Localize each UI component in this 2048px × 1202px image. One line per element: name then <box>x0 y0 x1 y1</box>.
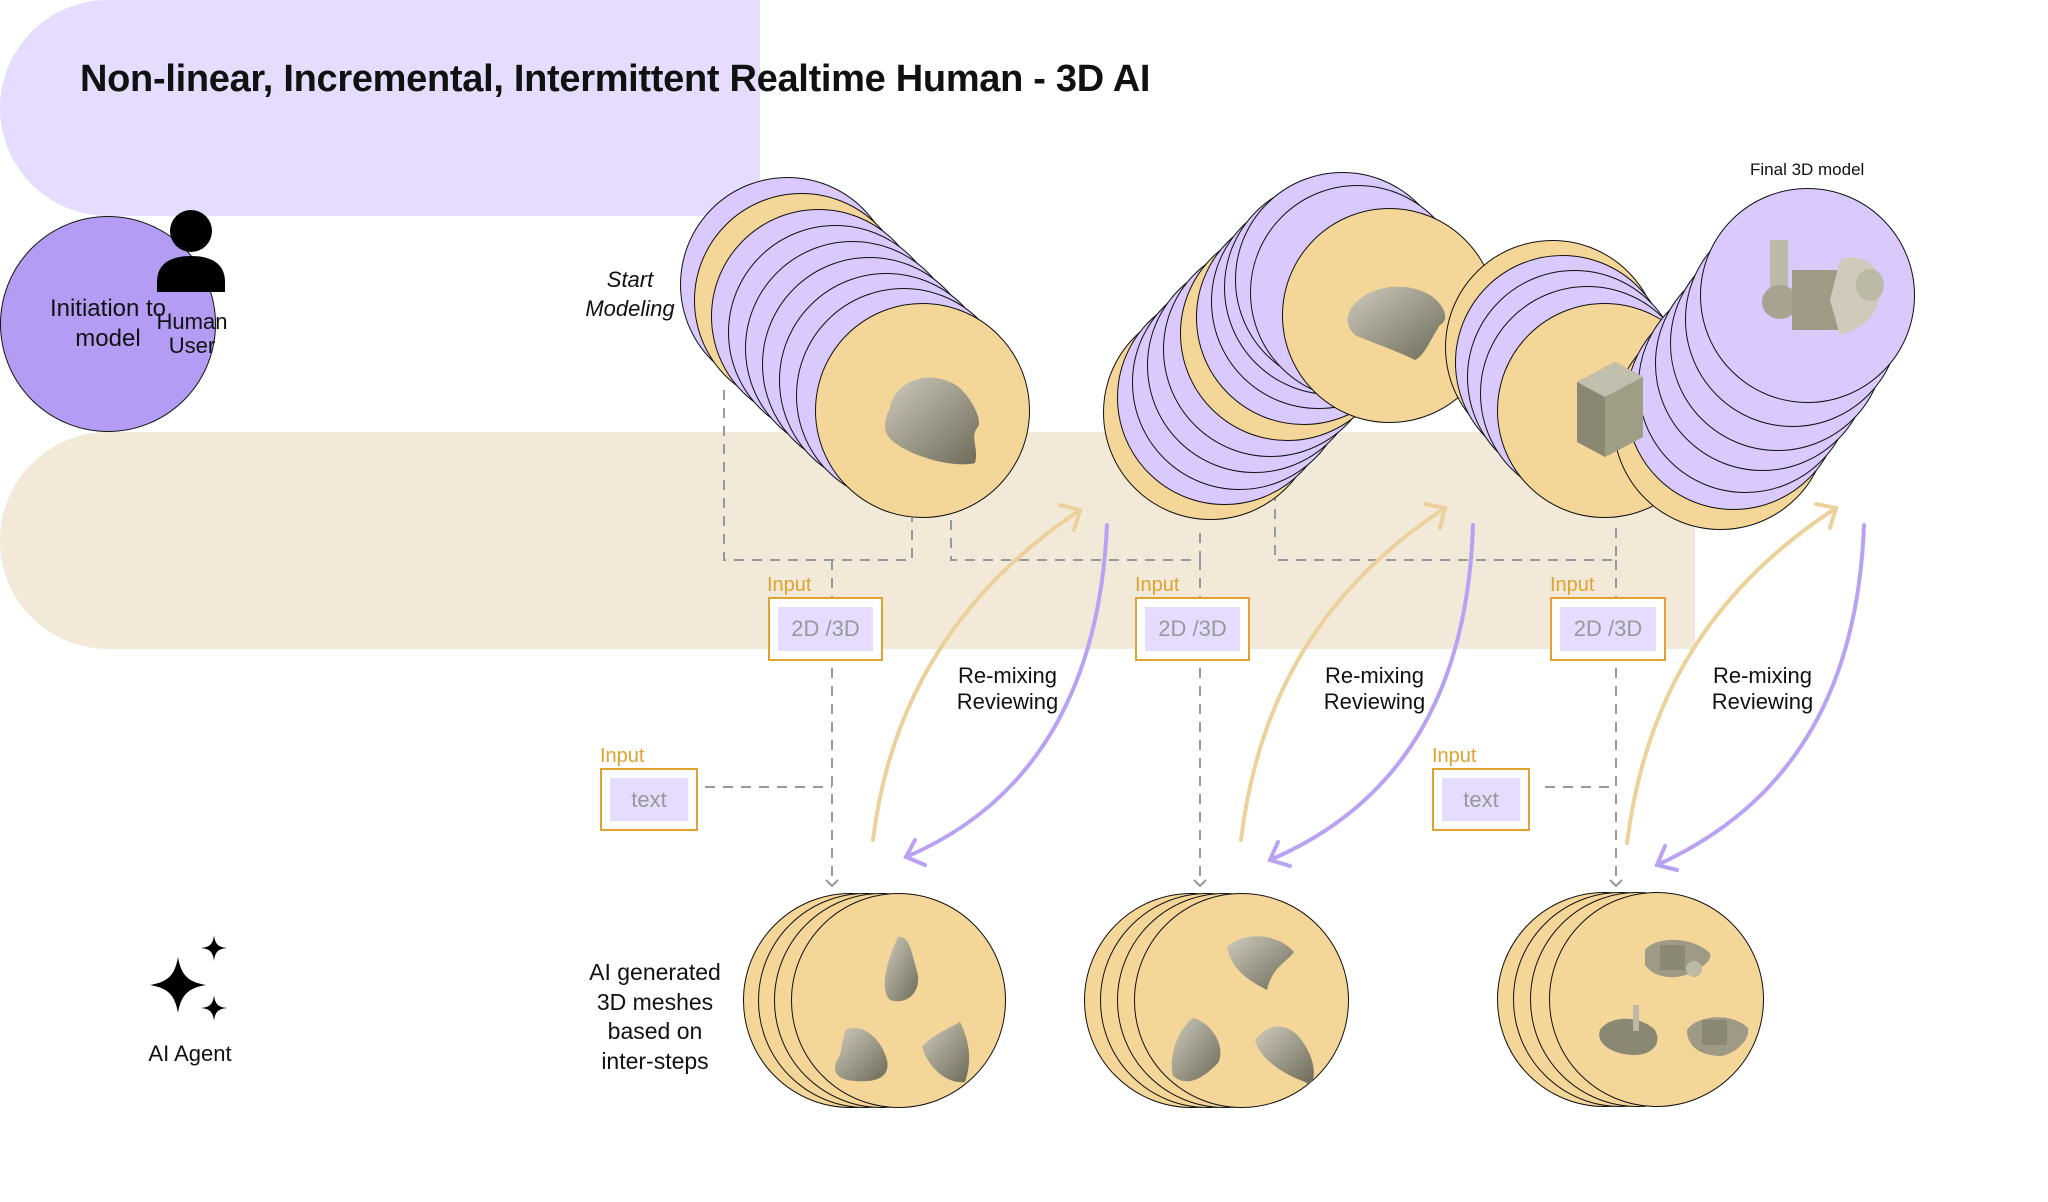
initiation-line1: Initiation to <box>49 295 167 322</box>
input-value: 2D /3D <box>1145 607 1240 651</box>
input-label: Input <box>1550 574 1595 596</box>
loop-label-1: Re-mixing Reviewing <box>950 663 1065 715</box>
ai-mesh-icon <box>922 1022 970 1083</box>
input-label: Input <box>767 574 812 596</box>
ai-mesh-icon <box>1227 936 1294 990</box>
dashed-bracket-2 <box>950 520 1201 561</box>
stack-disc <box>1549 892 1764 1107</box>
human-label-line1: Human <box>156 309 228 334</box>
ai-mesh-icon <box>1599 1005 1658 1055</box>
input-2d3d-box-2[interactable]: 2D /3D <box>1135 597 1250 661</box>
input-value: 2D /3D <box>1560 607 1656 651</box>
sparkles-icon <box>150 935 230 1027</box>
mesh-cube-icon <box>1577 362 1643 457</box>
input-label: Input <box>1432 745 1477 767</box>
mesh-blob-icon <box>1347 286 1446 360</box>
input-2d3d-box-3[interactable]: 2D /3D <box>1550 597 1666 661</box>
final-model-label: Final 3D model <box>1750 160 1865 179</box>
return-arrow-icon <box>903 523 1109 867</box>
input-label: Input <box>600 745 645 767</box>
loop-label-line: Reviewing <box>956 689 1059 714</box>
input-text-box-1[interactable]: text <box>600 768 698 831</box>
input-label: Input <box>1135 574 1180 596</box>
loop-label-2: Re-mixing Reviewing <box>1317 663 1432 715</box>
person-icon <box>155 210 227 292</box>
return-arrow-icon <box>1267 523 1475 868</box>
loop-label-line: Re-mixing <box>957 663 1058 688</box>
ai-description-line: AI generated <box>589 959 721 985</box>
input-value: text <box>1442 778 1520 821</box>
mesh-final-model-icon <box>1762 240 1884 335</box>
input-2d3d-box-1[interactable]: 2D /3D <box>768 597 883 661</box>
ai-mesh-icon <box>835 1028 888 1082</box>
loop-label-line: Reviewing <box>1711 689 1814 714</box>
start-line1: Start <box>606 267 654 292</box>
input-value: text <box>610 778 688 821</box>
mesh-blob-icon <box>885 377 980 465</box>
dashed-bracket-1 <box>723 390 913 561</box>
forward-arrow-icon <box>1625 502 1839 845</box>
human-lane-band <box>0 0 760 216</box>
ai-agent-label: AI Agent <box>148 1041 232 1066</box>
ai-description-line: based on <box>607 1018 703 1044</box>
loop-label-line: Re-mixing <box>1712 663 1813 688</box>
ai-description-line: inter-steps <box>601 1047 709 1074</box>
ai-mesh-icon <box>1687 1017 1749 1056</box>
return-arrow-icon <box>1654 523 1866 872</box>
drop-arrowhead-3 <box>1609 879 1623 888</box>
drop-arrowhead-1 <box>825 879 839 888</box>
diagram-title: Non-linear, Incremental, Intermittent Re… <box>80 58 1151 100</box>
dashed-bracket-3 <box>1274 455 1617 561</box>
ai-mesh-icon <box>1171 1018 1221 1082</box>
ai-description-line: 3D meshes <box>596 988 714 1015</box>
ai-description: AI generated 3D meshes based on inter-st… <box>555 958 755 1076</box>
loop-label-line: Reviewing <box>1323 689 1426 714</box>
human-user-label: Human User <box>140 310 244 358</box>
start-modeling-label: Start Modeling <box>575 265 685 323</box>
human-label-line2: User <box>168 333 216 358</box>
drop-arrowhead-2 <box>1193 879 1207 888</box>
initiation-node[interactable]: Initiation to model <box>0 216 216 432</box>
input-value: 2D /3D <box>778 607 873 651</box>
input-text-box-2[interactable]: text <box>1432 768 1530 831</box>
forward-arrow-icon <box>871 503 1083 842</box>
forward-arrow-icon <box>1239 502 1448 842</box>
loop-label-3: Re-mixing Reviewing <box>1705 663 1820 715</box>
initiation-line2: model <box>75 325 141 352</box>
ai-mesh-icon <box>1645 939 1711 978</box>
ai-mesh-icon <box>884 936 919 1002</box>
start-line2: Modeling <box>585 296 675 321</box>
ai-mesh-icon <box>1255 1026 1314 1084</box>
loop-label-line: Re-mixing <box>1324 663 1425 688</box>
